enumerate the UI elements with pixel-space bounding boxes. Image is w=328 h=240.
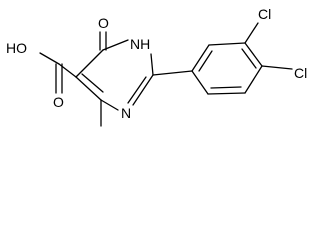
phenyl-bond-3 [244, 42, 263, 67]
chemical-structure-diagram: HO O O NH N Cl Cl [6, 6, 307, 127]
ring-carbonyl-oxygen-label: O [98, 15, 109, 31]
phenyl-bond-1-inner [198, 50, 213, 72]
aryl-link-bond [152, 70, 193, 76]
chlorine-upper-bond [244, 22, 259, 44]
phenyl-bond-5-inner [210, 86, 242, 89]
carboxyl-bond-oh [39, 52, 60, 65]
ring-bond-c6-n1 [102, 39, 129, 51]
ring-bond-c4-c5-inner [81, 73, 104, 93]
carboxyl-hydroxyl-label: HO [6, 40, 27, 56]
ring-bond-c4-c5 [75, 76, 102, 101]
ring-bond-n1-c2 [150, 53, 154, 76]
chlorine-upper-label: Cl [258, 6, 271, 22]
phenyl-bond-3-inner [241, 48, 257, 69]
phenyl-bond-6 [191, 70, 209, 95]
ring-nh-label: NH [130, 36, 150, 52]
chlorine-lower-label: Cl [294, 65, 307, 81]
carboxyl-oxygen-label: O [53, 94, 64, 110]
phenyl-bond-5 [207, 92, 246, 95]
phenyl-bond-4 [244, 65, 263, 94]
ring-bond-c5-c6 [75, 49, 104, 78]
phenyl-bond-1 [191, 44, 210, 72]
phenyl-bond-2 [208, 42, 246, 46]
ring-n-label: N [121, 105, 131, 121]
ring-bond-c2-n3 [132, 74, 154, 106]
ring-bond-c2-n3-inner [127, 76, 147, 104]
chlorine-lower-bond [261, 65, 293, 70]
ring-bond-n3-c4 [100, 99, 119, 111]
